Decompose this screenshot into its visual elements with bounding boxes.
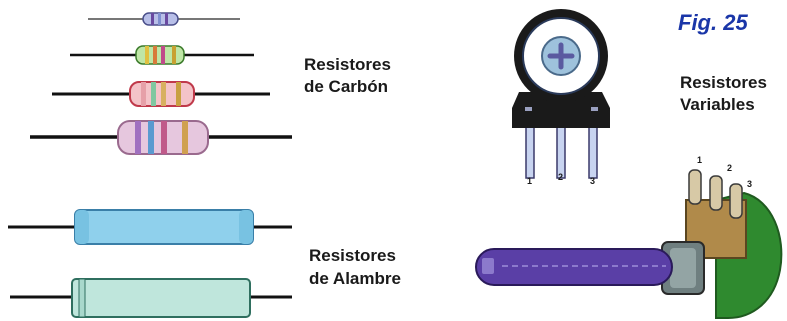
carbon-resistor-2 (70, 45, 254, 65)
pot-pin-label: 3 (747, 179, 752, 189)
figure-label: Fig. 25 (678, 10, 748, 35)
pot-pin-labels: 1 2 3 (697, 155, 752, 189)
carbon-resistor-1 (88, 12, 240, 26)
wire-resistor-2 (10, 278, 292, 318)
wire-resistor-1 (8, 209, 292, 245)
wire-label-line1: Resistores (309, 246, 396, 265)
pot-pin-label: 2 (727, 163, 732, 173)
rotary-potentiometer (475, 169, 783, 319)
trimmer-pin-label: 2 (558, 172, 563, 182)
carbon-resistor-4 (30, 120, 292, 155)
carbon-resistor-3 (52, 81, 270, 107)
pot-pin-label: 1 (697, 155, 702, 165)
trimmer-pin-label: 1 (527, 176, 532, 186)
carbon-label-line2: de Carbón (304, 77, 389, 96)
carbon-label-line1: Resistores (304, 55, 391, 74)
wire-label-line2: de Alambre (309, 269, 401, 288)
trimmer-pin-label: 3 (590, 176, 595, 186)
variable-label-line1: Resistores (680, 73, 767, 92)
variable-label-line2: Variables (680, 95, 755, 114)
trimmer-pin-labels: 1 2 3 (527, 172, 595, 186)
trimmer-potentiometer (512, 9, 610, 179)
